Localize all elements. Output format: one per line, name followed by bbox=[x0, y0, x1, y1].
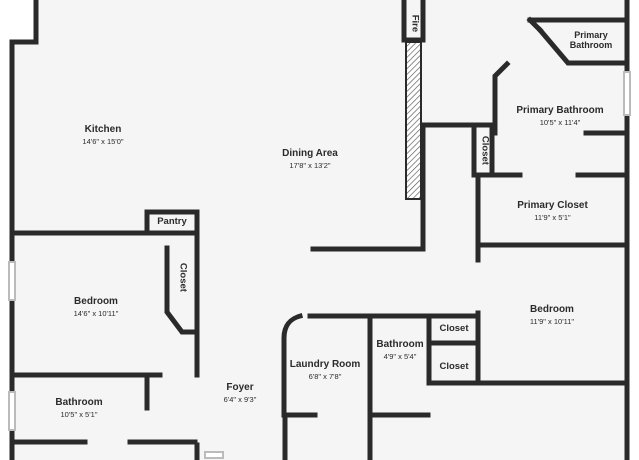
room-primary-bath-dims: 10'5" x 11'4" bbox=[539, 117, 581, 127]
wall-closets bbox=[426, 313, 481, 386]
window-bath-left bbox=[8, 391, 16, 431]
room-pantry: Pantry bbox=[150, 216, 194, 228]
fireplace bbox=[405, 41, 422, 200]
room-kitchen-dims: 14'6" x 15'0" bbox=[82, 136, 124, 146]
walls bbox=[9, 0, 630, 460]
room-fire: Fire bbox=[409, 14, 421, 33]
room-closet-vertical: Closet bbox=[479, 135, 491, 165]
room-kitchen-name: Kitchen bbox=[84, 124, 122, 135]
wall-primary-bath-left bbox=[492, 60, 511, 136]
room-bedroom-right: Bedroom 11'9" x 10'11" bbox=[512, 304, 592, 326]
wall-primary-closet bbox=[475, 172, 630, 248]
wall-dining-right bbox=[310, 122, 473, 252]
room-laundry-dims: 6'8" x 7'8" bbox=[308, 371, 342, 381]
room-foyer: Foyer 6'4" x 9'3" bbox=[210, 382, 270, 404]
room-bedroom-left: Bedroom 14'6" x 10'11" bbox=[58, 296, 134, 318]
wall-closet-v bbox=[471, 122, 495, 178]
room-primary-bath-small-name: Primary Bathroom bbox=[569, 30, 613, 51]
room-laundry: Laundry Room 6'8" x 7'8" bbox=[286, 359, 364, 381]
room-pantry-name: Pantry bbox=[157, 216, 187, 227]
room-closet-mid-top: Closet bbox=[432, 323, 476, 335]
room-bathroom-left-dims: 10'5" x 5'1" bbox=[60, 409, 98, 419]
window-foyer bbox=[204, 451, 224, 459]
room-bathroom-middle-dims: 4'9" x 5'4" bbox=[383, 351, 417, 361]
room-bathroom-middle: Bathroom 4'9" x 5'4" bbox=[372, 339, 428, 361]
window-bedroom-left bbox=[8, 261, 16, 301]
exterior-left bbox=[0, 0, 10, 460]
room-dining-dims: 17'8" x 13'2" bbox=[289, 160, 331, 170]
room-bathroom-middle-name: Bathroom bbox=[376, 339, 424, 350]
room-closet-mid-bottom: Closet bbox=[432, 361, 476, 373]
exterior-notch bbox=[10, 0, 36, 42]
wall-primary-bath-small bbox=[536, 26, 630, 66]
wall-closet-left bbox=[164, 245, 200, 335]
room-primary-bath-name: Primary Bathroom bbox=[516, 105, 604, 116]
room-laundry-name: Laundry Room bbox=[289, 359, 361, 370]
room-primary-closet: Primary Closet 11'9" x 5'1" bbox=[505, 200, 600, 222]
window-primary-bath bbox=[623, 71, 631, 116]
wall-laundry-right bbox=[367, 313, 431, 418]
room-bedroom-left-dims: 14'6" x 10'11" bbox=[73, 308, 119, 318]
room-primary-bath-small: Primary Bathroom bbox=[556, 30, 626, 51]
room-closet-left: Closet bbox=[177, 262, 189, 292]
windows bbox=[8, 71, 631, 459]
wall-laundry-left bbox=[281, 312, 318, 418]
room-dining: Dining Area 17'8" x 13'2" bbox=[270, 148, 350, 170]
room-bedroom-left-name: Bedroom bbox=[74, 296, 118, 307]
room-bedroom-right-dims: 11'9" x 10'11" bbox=[529, 316, 575, 326]
room-primary-bath: Primary Bathroom 10'5" x 11'4" bbox=[510, 105, 610, 127]
room-foyer-dims: 6'4" x 9'3" bbox=[223, 394, 257, 404]
room-primary-closet-dims: 11'9" x 5'1" bbox=[534, 212, 571, 222]
wall-top-left bbox=[9, 0, 39, 265]
room-closet-mid-top-name: Closet bbox=[439, 323, 469, 334]
room-dining-name: Dining Area bbox=[282, 148, 338, 159]
wall-pantry bbox=[144, 209, 200, 335]
room-bathroom-left: Bathroom 10'5" x 5'1" bbox=[44, 397, 114, 419]
wall-primary-bath-corner bbox=[526, 16, 544, 34]
room-bedroom-right-name: Bedroom bbox=[530, 304, 574, 315]
room-primary-closet-name: Primary Closet bbox=[517, 200, 588, 211]
room-closet-mid-bottom-name: Closet bbox=[439, 361, 469, 372]
room-bathroom-left-name: Bathroom bbox=[55, 397, 103, 408]
room-kitchen: Kitchen 14'6" x 15'0" bbox=[70, 124, 136, 146]
room-foyer-name: Foyer bbox=[226, 382, 254, 393]
